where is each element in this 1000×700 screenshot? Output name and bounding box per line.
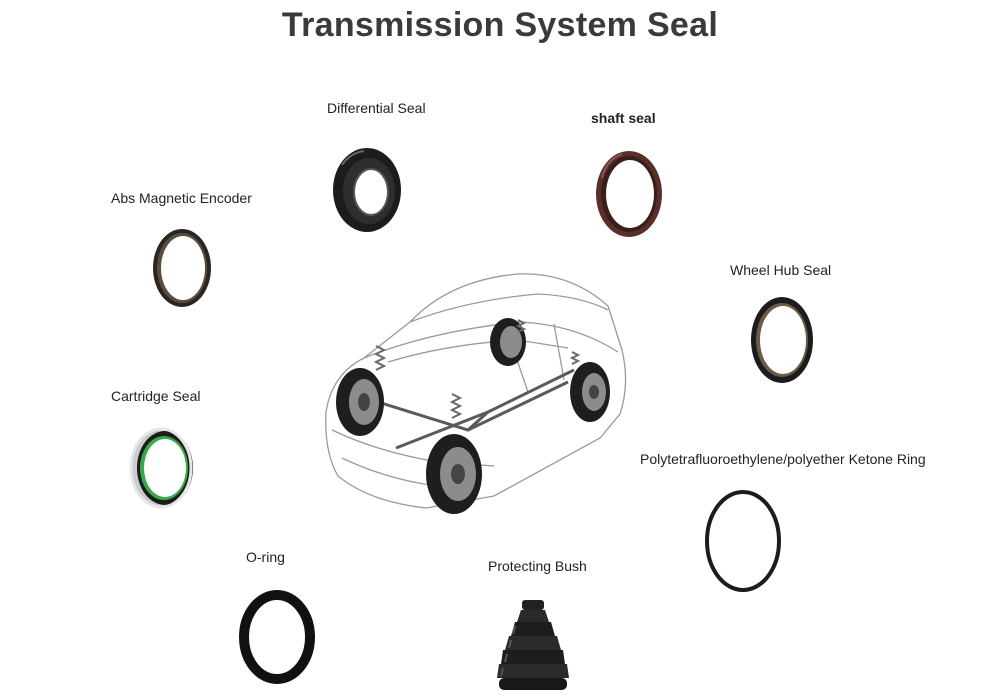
differential-seal-image <box>330 145 404 235</box>
label-cartridge-seal: Cartridge Seal <box>111 388 201 404</box>
label-o-ring: O-ring <box>246 549 285 565</box>
o-ring-image <box>236 588 318 686</box>
label-ptfe-peek-ring: Polytetrafluoroethylene/polyether Ketone… <box>640 451 926 467</box>
car-chassis-illustration <box>318 262 632 524</box>
label-shaft-seal: shaft seal <box>591 110 656 126</box>
label-wheel-hub-seal: Wheel Hub Seal <box>730 262 832 278</box>
shaft-seal-image <box>592 148 666 240</box>
label-abs-magnetic-encoder: Abs Magnetic Encoder <box>111 190 252 206</box>
label-protecting-bush: Protecting Bush <box>488 558 587 574</box>
label-differential-seal: Differential Seal <box>327 100 426 116</box>
abs-magnetic-encoder-image <box>150 226 214 310</box>
page-title: Transmission System Seal <box>281 6 719 44</box>
wheel-hub-seal-image <box>748 294 816 386</box>
ptfe-peek-ring-image <box>702 488 784 594</box>
protecting-bush-image <box>493 598 573 694</box>
cartridge-seal-image <box>128 424 198 510</box>
